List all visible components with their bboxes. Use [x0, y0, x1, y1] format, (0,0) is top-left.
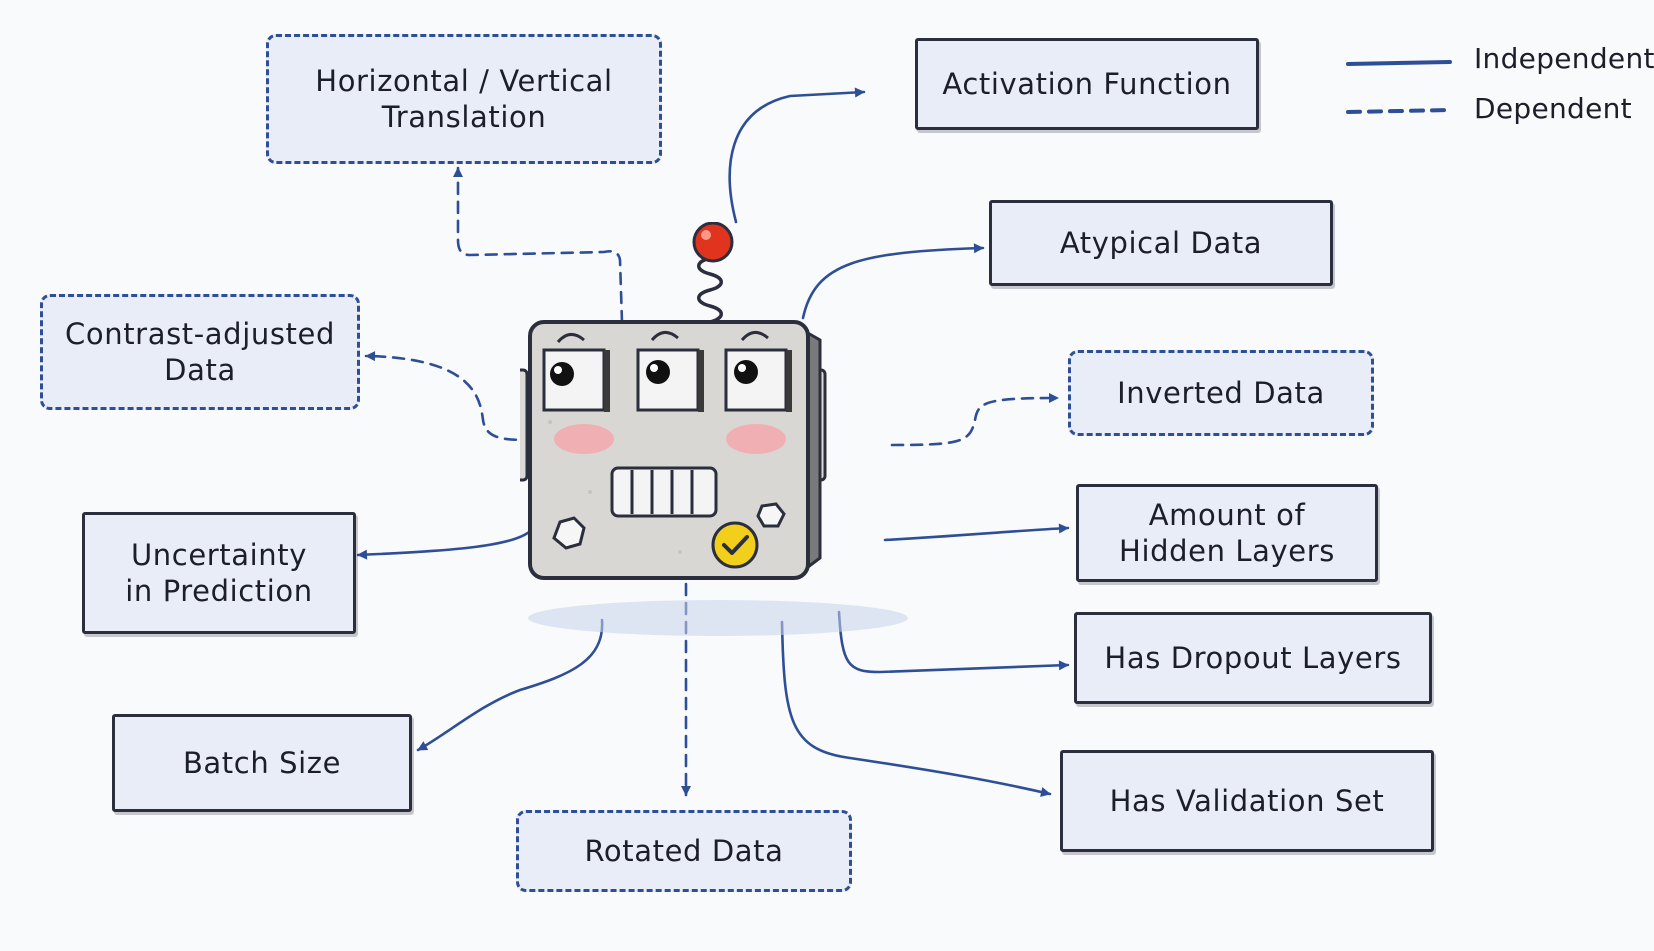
node-label: Has Validation Set — [1109, 784, 1385, 818]
robot-eyes — [542, 331, 792, 412]
legend-dependent-label: Dependent — [1474, 92, 1632, 125]
robot-bolt-left — [552, 516, 586, 550]
node-amount-of-hidden-layers[interactable]: Amount of Hidden Layers — [1076, 484, 1378, 582]
connector-contrast-adjusted — [364, 351, 537, 442]
robot-cheek-right — [726, 424, 786, 454]
node-has-validation-set[interactable]: Has Validation Set — [1060, 750, 1434, 852]
node-label: Inverted Data — [1117, 376, 1325, 410]
connector-inverted-data — [890, 393, 1060, 447]
legend-dashed-line — [1346, 108, 1452, 114]
robot-ear-left — [520, 368, 529, 482]
legend-swatches — [1346, 60, 1452, 114]
node-label: Horizontal / Vertical Translation — [315, 64, 613, 134]
robot-icon — [520, 222, 827, 580]
node-batch-size[interactable]: Batch Size — [112, 714, 412, 812]
robot-mouth — [610, 466, 718, 518]
node-inverted-data[interactable]: Inverted Data — [1068, 350, 1374, 436]
connector-uncertainty — [356, 520, 539, 560]
node-atypical-data[interactable]: Atypical Data — [989, 200, 1333, 286]
node-activation-function[interactable]: Activation Function — [915, 38, 1259, 130]
node-rotated-data[interactable]: Rotated Data — [516, 810, 852, 892]
connector-amount-hidden-layers — [883, 523, 1070, 542]
node-label: Atypical Data — [1059, 226, 1263, 260]
node-contrast-adjusted-data[interactable]: Contrast-adjusted Data — [40, 294, 360, 410]
checkmark-icon — [711, 521, 759, 569]
node-label: Amount of Hidden Layers — [1119, 498, 1335, 568]
robot-cheek-left — [554, 424, 614, 454]
legend-independent-label: Independent — [1474, 42, 1654, 75]
node-label: Has Dropout Layers — [1104, 641, 1402, 675]
legend-solid-line — [1346, 60, 1452, 66]
node-label: Uncertainty in Prediction — [125, 538, 313, 608]
antenna-ball — [692, 222, 734, 263]
node-uncertainty-in-prediction[interactable]: Uncertainty in Prediction — [82, 512, 356, 634]
robot-bolt-right — [756, 502, 786, 528]
node-has-dropout-layers[interactable]: Has Dropout Layers — [1074, 612, 1432, 704]
connector-atypical-data — [801, 243, 985, 320]
node-label: Batch Size — [182, 746, 342, 780]
connector-has-validation-set — [780, 620, 1052, 797]
connector-translation — [453, 166, 624, 324]
antenna-spring — [697, 251, 723, 324]
connector-batch-size — [416, 618, 604, 752]
robot-shadow — [528, 600, 908, 636]
node-horizontal-vertical-translation[interactable]: Horizontal / Vertical Translation — [266, 34, 662, 164]
connector-activation-function — [728, 87, 866, 224]
node-label: Rotated Data — [584, 834, 784, 868]
node-label: Contrast-adjusted Data — [65, 317, 335, 387]
node-label: Activation Function — [942, 67, 1232, 101]
